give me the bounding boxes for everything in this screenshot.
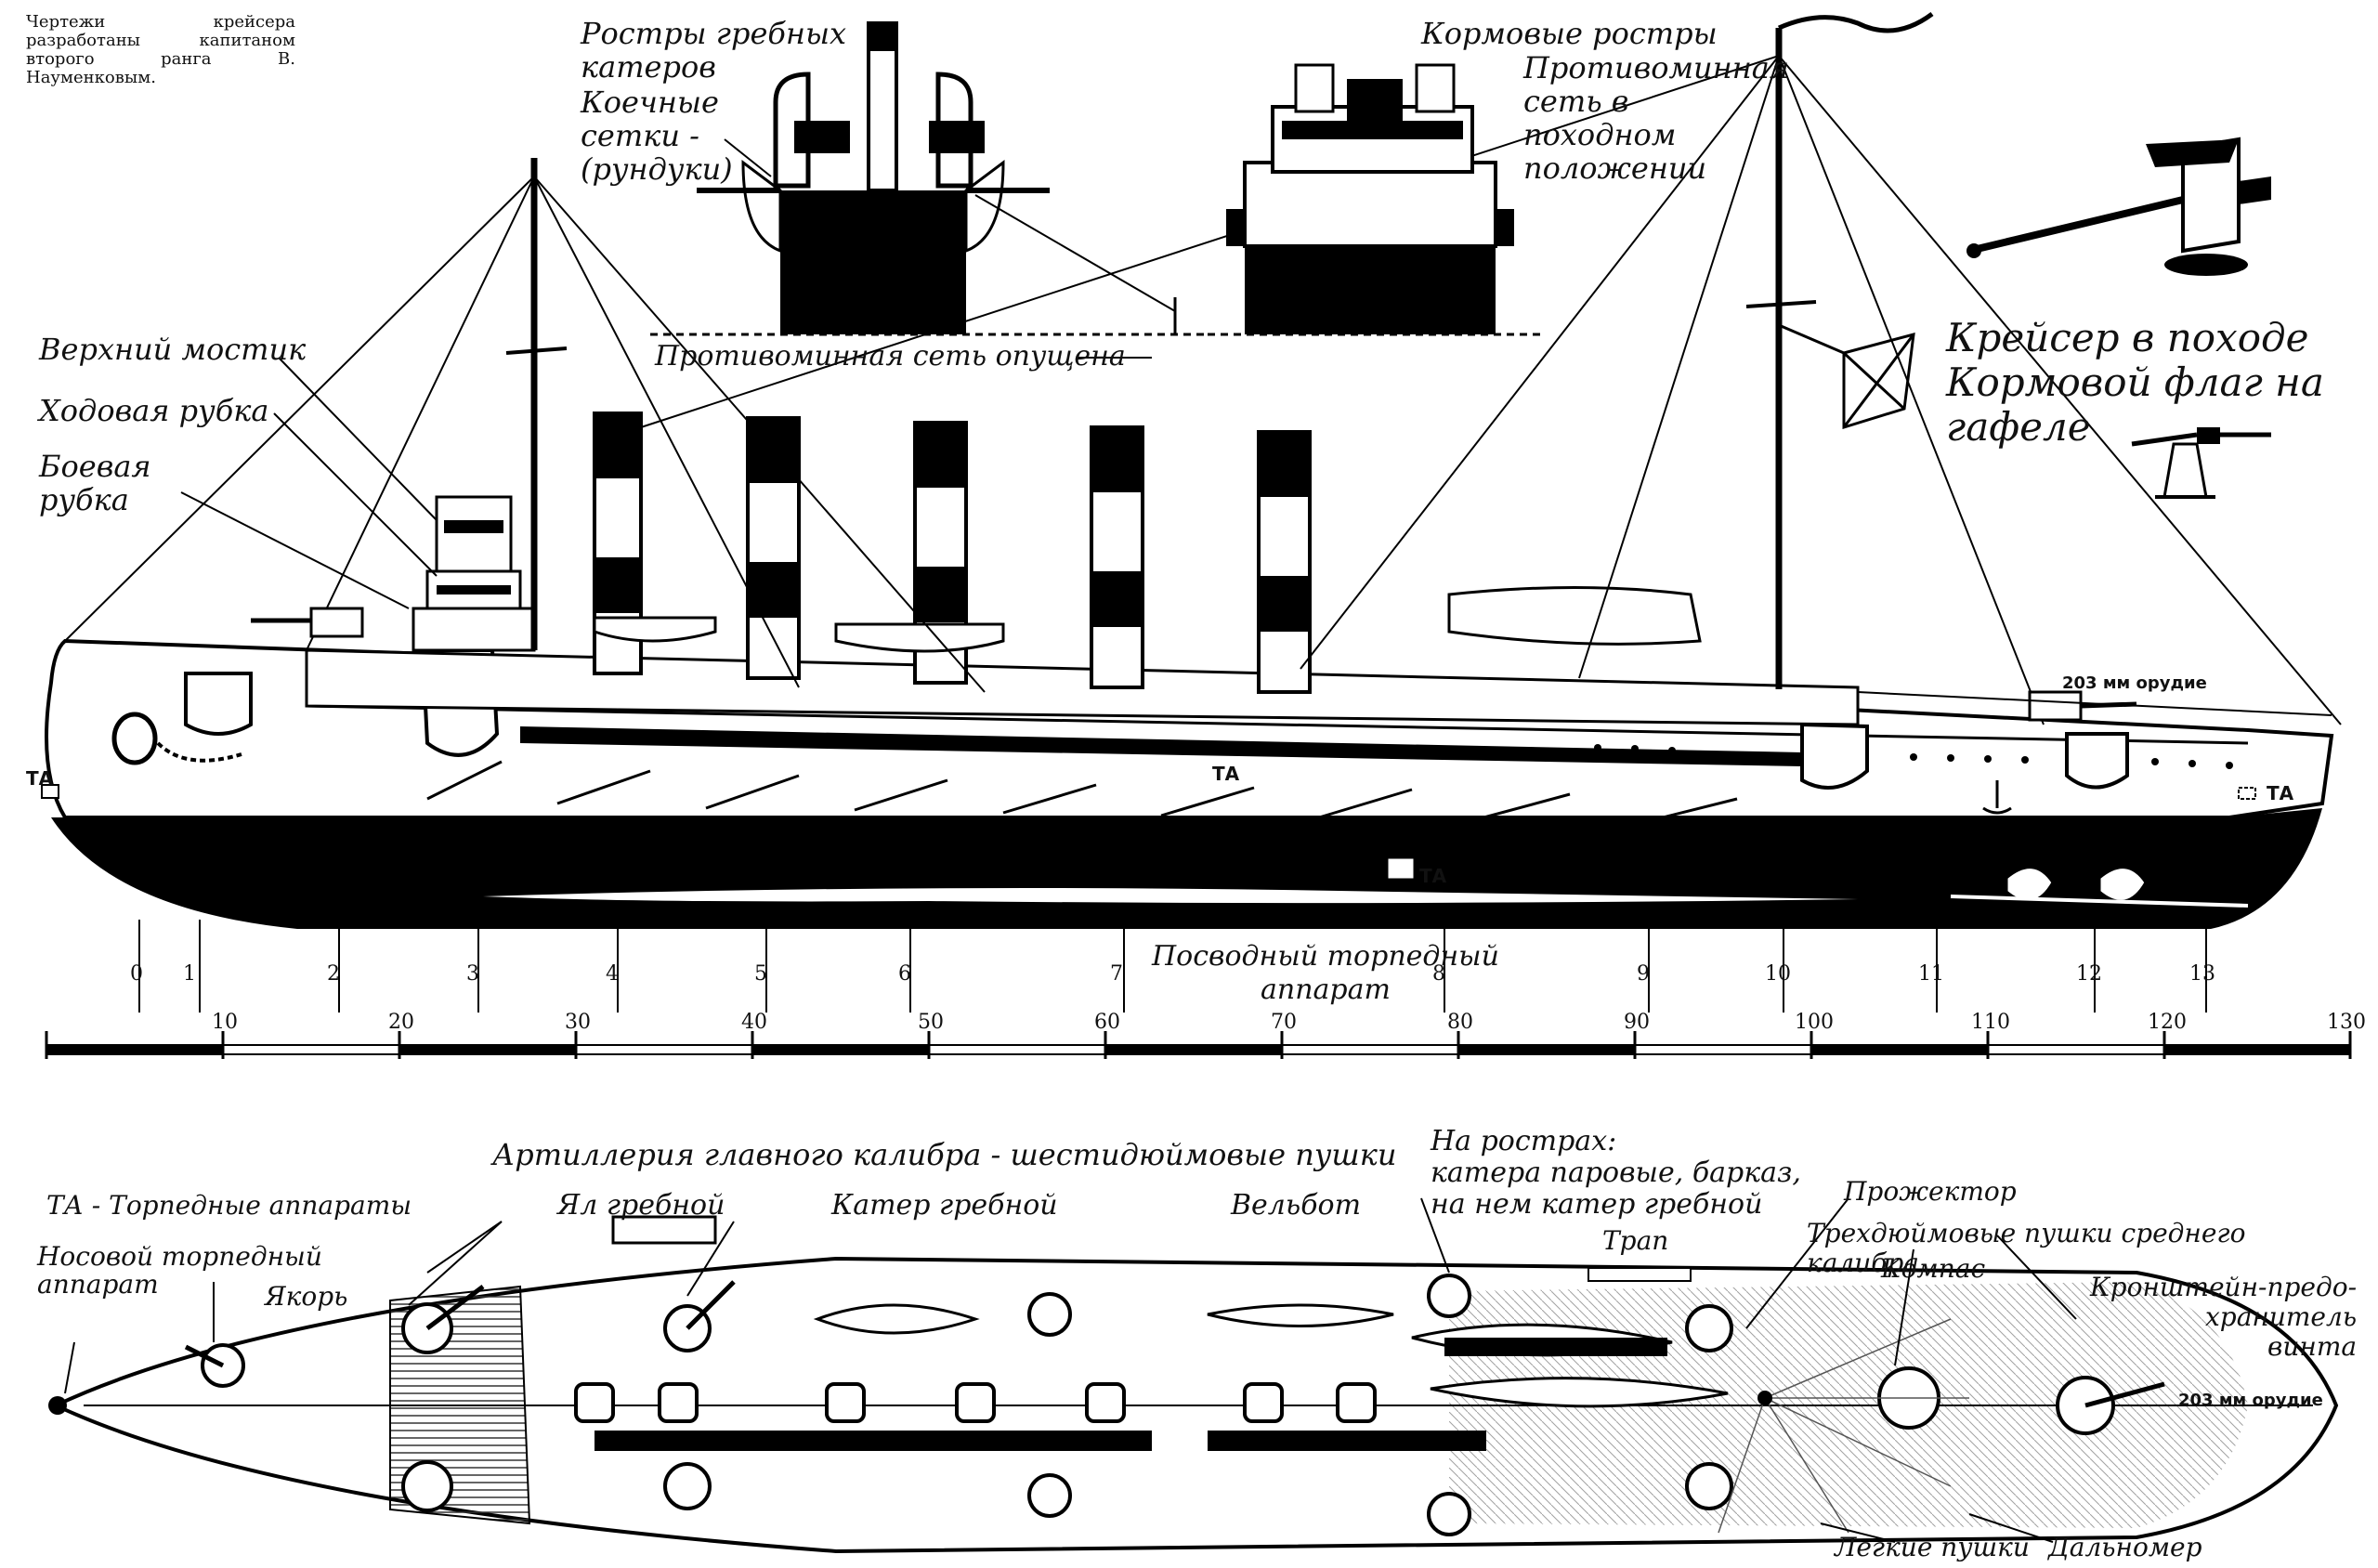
label-ta-mid: ТА <box>1212 763 1240 785</box>
gun-detail-small <box>2131 427 2271 499</box>
frame-number: 1 <box>183 962 196 986</box>
frame-number: 12 <box>2076 962 2102 986</box>
label-na-rostrah: На рострах: катера паровые, барказ, на н… <box>1431 1125 1801 1221</box>
scale-number: 120 <box>2148 1011 2187 1034</box>
cross-section-aft <box>1208 63 1542 336</box>
scale-number: 20 <box>388 1011 414 1034</box>
scale-number: 130 <box>2327 1011 2366 1034</box>
scale-number: 40 <box>741 1011 767 1034</box>
label-yal-grebnoy: Ял гребной <box>557 1189 725 1222</box>
label-protivominnaya-pohod: Противоминная сеть в походном положении <box>1523 50 1790 186</box>
frame-number: 11 <box>1918 962 1944 986</box>
side-view <box>41 11 2342 929</box>
plan-view <box>48 1215 2339 1554</box>
label-gun-203-side: 203 мм орудие <box>2062 673 2207 693</box>
label-velbot: Вельбот <box>1231 1189 1362 1222</box>
label-koechnye-setki: Коечные сетки - (рундуки) <box>581 85 733 187</box>
label-ta-bow: ТА <box>26 767 54 790</box>
frame-number: 10 <box>1765 962 1791 986</box>
label-kronshtein: Кронштейн-предо- хранитель винта <box>2090 1272 2358 1362</box>
label-trap: Трап <box>1602 1225 1669 1256</box>
frame-number: 8 <box>1432 962 1445 986</box>
frame-number: 7 <box>1110 962 1123 986</box>
frame-number: 9 <box>1637 962 1650 986</box>
frame-number: 6 <box>898 962 911 986</box>
label-protivominnaya-opushena: Противоминная сеть опущена <box>655 340 1126 372</box>
frame-ruler <box>138 920 2207 1013</box>
label-hodovaya-rubka: Ходовая рубка <box>39 393 269 428</box>
label-podvodny-ta: Посводный торпедный аппарат <box>1152 940 1499 1006</box>
scale-number: 10 <box>212 1011 238 1034</box>
scale-number: 100 <box>1795 1011 1834 1034</box>
scale-number: 80 <box>1447 1011 1473 1034</box>
label-kater-grebnoy: Катер гребной <box>831 1189 1058 1222</box>
scale-number: 30 <box>565 1011 591 1034</box>
label-prozhektor: Прожектор <box>1844 1176 2017 1207</box>
label-kompas: Компас <box>1881 1253 1986 1284</box>
scale-number: 60 <box>1094 1011 1120 1034</box>
plan-guns <box>201 1274 2115 1536</box>
scale-bar <box>45 1031 2352 1059</box>
label-yakor: Якорь <box>265 1281 348 1312</box>
scale-number: 90 <box>1624 1011 1650 1034</box>
label-legkie-pushki: Легкие пушки <box>1835 1532 2030 1562</box>
label-ta-underwater: ТА <box>1419 865 1447 887</box>
drawing-caption: Чертежи крейсера разработаны капитаном в… <box>26 12 295 87</box>
label-dalnomer: Дальномер <box>2048 1532 2202 1562</box>
label-rostry-grebnyh: Ростры гребных катеров <box>581 16 847 85</box>
frame-number: 2 <box>327 962 340 986</box>
label-ta-legend: ТА - Торпедные аппараты <box>46 1190 412 1221</box>
hull-lower <box>51 808 2322 929</box>
scale-number: 70 <box>1271 1011 1297 1034</box>
gun-detail-203 <box>1966 137 2271 276</box>
label-kormovye-rostry: Кормовые ростры <box>1421 16 1718 51</box>
label-ta-stern: ТА <box>2267 782 2294 804</box>
scale-number: 50 <box>918 1011 944 1034</box>
frame-number: 13 <box>2189 962 2215 986</box>
frame-number: 5 <box>754 962 767 986</box>
label-artilleriya: Артиллерия главного калибра - шестидюймо… <box>492 1137 1397 1172</box>
label-gun-203-plan: 203 мм орудие <box>2178 1391 2323 1410</box>
label-kreiser-v-pohode: Крейсер в походе Кормовой флаг на гафеле <box>1946 315 2324 450</box>
bridge <box>412 495 536 652</box>
label-trehdyuymovye: Трехдюймовые пушки среднего калибра <box>1807 1218 2246 1278</box>
frame-number: 3 <box>466 962 479 986</box>
label-verhniy-mostik: Верхний мостик <box>39 332 307 367</box>
scale-number: 110 <box>1971 1011 2010 1034</box>
label-boevaya-rubka: Боевая рубка <box>39 449 151 517</box>
frame-number: 4 <box>606 962 619 986</box>
label-nosovoy-ta: Носовой торпедный аппарат <box>37 1241 322 1300</box>
frame-number: 0 <box>130 962 143 986</box>
leader-lines <box>64 138 2077 1543</box>
cross-section-fore <box>650 21 1208 336</box>
